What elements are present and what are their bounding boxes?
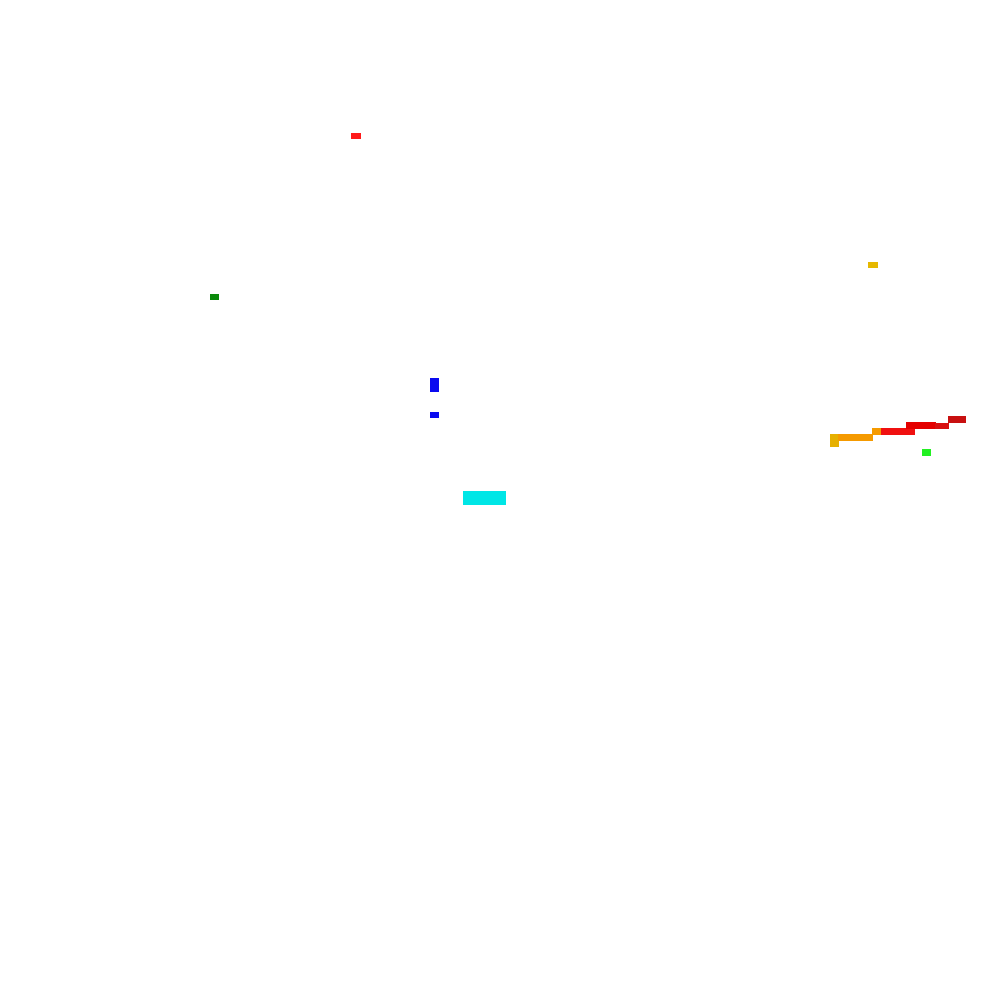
cyan-bar (463, 491, 506, 505)
streak-orange-step (872, 428, 882, 435)
yellow-mark (868, 262, 878, 268)
streak-red-segment-3 (935, 423, 949, 429)
red-mark-top (351, 133, 361, 139)
streak-darkred-tip (948, 416, 966, 423)
streak-orange-segment (838, 434, 873, 441)
streak-red-segment-2 (906, 422, 936, 429)
blue-mark-large (430, 378, 439, 392)
green-mark (210, 294, 219, 300)
streak-red-segment-1 (881, 428, 915, 435)
blue-mark-small (430, 412, 439, 418)
bright-green-mark (922, 449, 931, 456)
streak-yellow-cap (830, 434, 839, 447)
